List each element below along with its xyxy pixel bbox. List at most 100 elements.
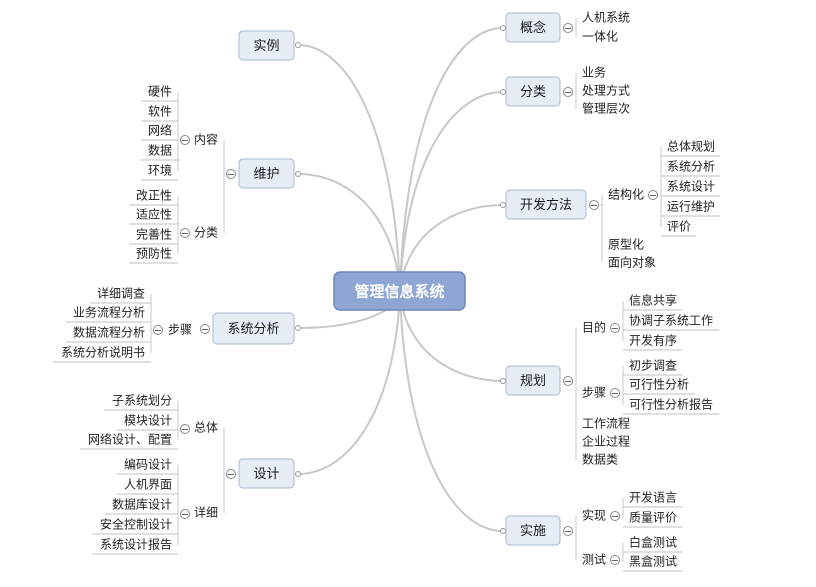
analysis-steps-item-2: 数据流程分析 xyxy=(73,325,145,340)
collapse-toggle-symbol: − xyxy=(590,201,598,212)
dev-structured-item-0: 总体规划 xyxy=(667,139,715,154)
planning-other-1: 企业过程 xyxy=(582,434,630,449)
planning-goal-item-2: 开发有序 xyxy=(629,333,677,348)
collapse-toggle[interactable] xyxy=(153,325,163,335)
maint-types-item-0: 改正性 xyxy=(136,189,172,203)
topic-implementation[interactable] xyxy=(505,515,561,546)
design-detail-item-3: 安全控制设计 xyxy=(100,517,172,532)
topic-maintenance-label: 维护 xyxy=(253,167,279,182)
collapse-toggle-symbol: − xyxy=(154,326,162,337)
topic-example-label: 实例 xyxy=(253,39,279,54)
collapse-toggle[interactable] xyxy=(610,388,620,398)
analysis-steps-item-1: 业务流程分析 xyxy=(73,305,145,320)
planning-other-2: 数据类 xyxy=(582,452,618,467)
collapse-toggle[interactable] xyxy=(200,324,210,334)
connection-lines xyxy=(52,18,721,572)
maint-types-item-3: 预防性 xyxy=(136,246,172,261)
root-topic[interactable] xyxy=(333,271,466,311)
collapse-toggle-symbol: − xyxy=(564,88,572,99)
dev-other-0: 原型化 xyxy=(608,238,644,252)
collapse-toggle[interactable] xyxy=(226,169,236,179)
collapse-toggle-symbol: − xyxy=(611,389,619,400)
collapse-toggle[interactable] xyxy=(563,87,573,97)
collapse-toggle[interactable] xyxy=(226,469,236,479)
planning-steps-label: 步骤 xyxy=(582,386,606,400)
topic-dev-method[interactable] xyxy=(505,189,587,220)
collapse-toggle[interactable] xyxy=(610,555,620,565)
collapse-toggle[interactable] xyxy=(180,228,190,238)
topic-design-label: 设计 xyxy=(253,467,279,482)
design-detail-label: 详细 xyxy=(194,505,218,520)
topic-implementation-label: 实施 xyxy=(520,524,546,539)
design-overall-item-2: 网络设计、配置 xyxy=(88,432,172,447)
dev-structured-item-1: 系统分析 xyxy=(667,160,715,174)
connector-dot xyxy=(295,42,301,48)
topic-planning[interactable] xyxy=(505,365,561,396)
design-detail-item-2: 数据库设计 xyxy=(112,497,172,512)
impl-test-item-1: 黑盒测试 xyxy=(629,554,677,569)
collapse-toggle-symbol: − xyxy=(227,470,235,481)
topic-design[interactable] xyxy=(238,458,295,489)
design-overall-item-1: 模块设计 xyxy=(124,414,172,428)
maint-types-item-2: 完善性 xyxy=(136,227,172,242)
connector-dot xyxy=(500,25,506,31)
impl-test-item-0: 白盒测试 xyxy=(629,535,677,550)
dev-structured-item-3: 运行维护 xyxy=(667,200,715,214)
collapse-toggle-symbol: − xyxy=(564,24,572,35)
connector-line xyxy=(399,291,504,532)
connector-line xyxy=(399,291,504,382)
collapse-toggle[interactable] xyxy=(180,509,190,519)
maint-content-label: 内容 xyxy=(194,132,218,147)
connector-dot xyxy=(500,89,506,95)
maint-content-item-2: 网络 xyxy=(148,123,172,138)
topic-concept[interactable] xyxy=(505,12,561,43)
maint-content-item-4: 环境 xyxy=(148,163,172,178)
impl-realize-item-0: 开发语言 xyxy=(629,490,677,505)
category-item-2: 管理层次 xyxy=(582,101,630,116)
design-detail-item-1: 人机界面 xyxy=(124,478,172,492)
collapse-toggle[interactable] xyxy=(589,200,599,210)
impl-test-label: 测试 xyxy=(582,552,606,567)
connector-dot xyxy=(500,528,506,534)
collapse-toggle[interactable] xyxy=(180,424,190,434)
maint-content-item-1: 软件 xyxy=(148,105,172,119)
connector-line xyxy=(297,291,401,475)
collapse-toggle[interactable] xyxy=(563,526,573,536)
collapse-toggle-symbol: − xyxy=(181,510,189,521)
collapse-toggle[interactable] xyxy=(180,135,190,145)
category-item-0: 业务 xyxy=(582,65,606,80)
design-detail-item-0: 编码设计 xyxy=(124,457,172,472)
collapse-toggle[interactable] xyxy=(563,23,573,33)
collapse-toggle[interactable] xyxy=(648,190,658,200)
collapse-toggle[interactable] xyxy=(610,511,620,521)
collapse-toggle-symbol: − xyxy=(649,191,657,202)
design-overall-label: 总体 xyxy=(194,421,218,435)
topic-example[interactable] xyxy=(238,30,295,61)
collapse-toggle-symbol: − xyxy=(611,556,619,567)
impl-realize-label: 实现 xyxy=(582,508,606,523)
maint-types-item-1: 适应性 xyxy=(136,207,172,222)
category-item-1: 处理方式 xyxy=(582,83,630,98)
collapse-toggle[interactable] xyxy=(610,323,620,333)
collapse-toggle[interactable] xyxy=(563,376,573,386)
maint-types-label: 分类 xyxy=(194,226,218,240)
connector-dot xyxy=(295,171,301,177)
planning-goal-item-0: 信息共享 xyxy=(629,293,677,308)
topic-concept-label: 概念 xyxy=(520,20,546,36)
topic-category[interactable] xyxy=(505,76,561,107)
collapse-toggle-symbol: − xyxy=(181,136,189,147)
connector-line xyxy=(297,44,401,293)
dev-structured-item-2: 系统设计 xyxy=(667,180,715,194)
analysis-steps-label: 步骤 xyxy=(168,323,192,337)
planning-other-0: 工作流程 xyxy=(582,416,630,431)
collapse-toggle-symbol: − xyxy=(181,425,189,436)
collapse-toggle-symbol: − xyxy=(564,527,572,538)
dev-structured-item-4: 评价 xyxy=(667,220,691,234)
analysis-steps-item-0: 详细调查 xyxy=(97,286,145,301)
connector-dot xyxy=(500,202,506,208)
planning-goal-label: 目的 xyxy=(582,320,606,335)
topic-sys-analysis[interactable] xyxy=(212,312,295,345)
collapse-toggle-symbol: − xyxy=(181,229,189,240)
topic-maintenance[interactable] xyxy=(238,158,295,189)
topic-category-label: 分类 xyxy=(520,85,546,100)
